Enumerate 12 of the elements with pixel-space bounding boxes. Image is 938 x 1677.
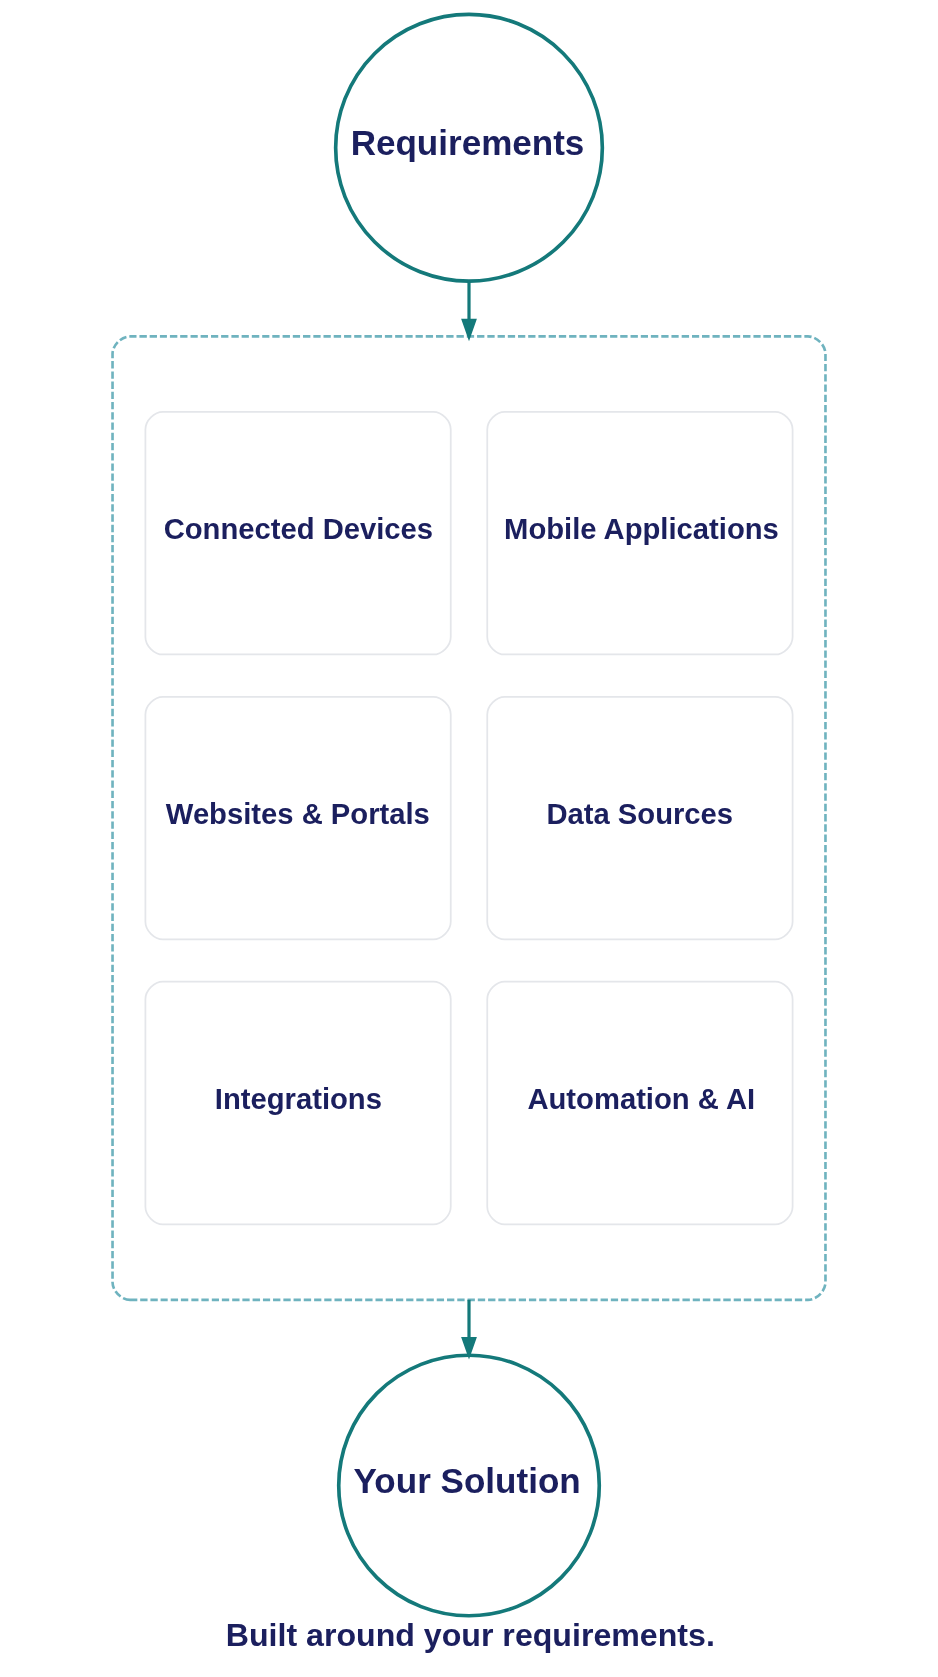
node-box: Connected Devices (144, 411, 452, 656)
node-box: Mobile Applications (486, 411, 794, 656)
node-circle: Your Solution (336, 1353, 602, 1618)
node-box: Data Sources (486, 696, 794, 941)
arrow (461, 281, 477, 342)
arrow (461, 1299, 477, 1360)
node-box: Automation & AI (486, 980, 794, 1226)
cluster (111, 335, 827, 1302)
node-box: Integrations (144, 980, 452, 1226)
node-box: Websites & Portals (144, 696, 452, 941)
caption: Built around your requirements. (225, 1616, 715, 1653)
node-circle: Requirements (333, 12, 605, 283)
